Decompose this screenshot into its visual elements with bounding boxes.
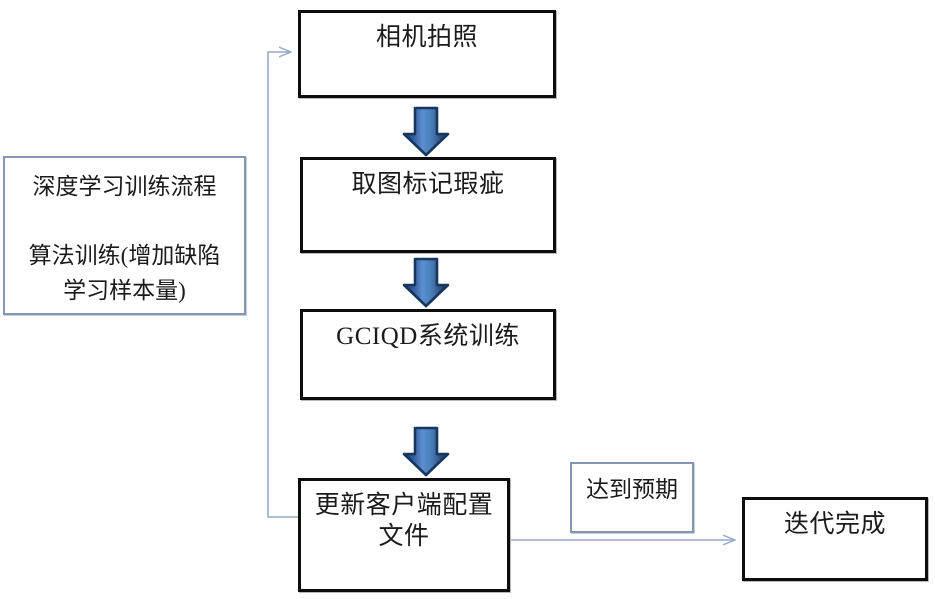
note-training-process-label: 深度学习训练流程 算法训练(增加缺陷 学习样本量) [28,174,221,303]
node-update-client-config-label: 更新客户端配置 文件 [314,492,494,550]
node-gciqd-system-training[interactable]: GCIQD系统训练 [300,309,556,400]
node-iteration-complete-label: 迭代完成 [783,511,886,538]
node-camera-capture[interactable]: 相机拍照 [298,10,556,98]
block-arrow-capture-to-mark [402,106,450,157]
node-iteration-complete[interactable]: 迭代完成 [742,497,928,581]
node-camera-capture-label: 相机拍照 [375,24,478,51]
note-expectation-met[interactable]: 达到预期 [570,462,694,533]
note-training-process[interactable]: 深度学习训练流程 算法训练(增加缺陷 学习样本量) [3,156,246,315]
node-update-client-config[interactable]: 更新客户端配置 文件 [298,478,510,592]
note-expectation-met-label: 达到预期 [586,477,678,502]
block-arrow-mark-to-gciqd [402,257,450,308]
node-capture-mark-defect-label: 取图标记瑕疵 [351,171,505,198]
block-arrow-gciqd-to-update [402,426,450,477]
node-capture-mark-defect[interactable]: 取图标记瑕疵 [300,157,556,253]
connector-feedback-loop [267,52,298,518]
node-gciqd-system-training-label: GCIQD系统训练 [336,323,520,350]
